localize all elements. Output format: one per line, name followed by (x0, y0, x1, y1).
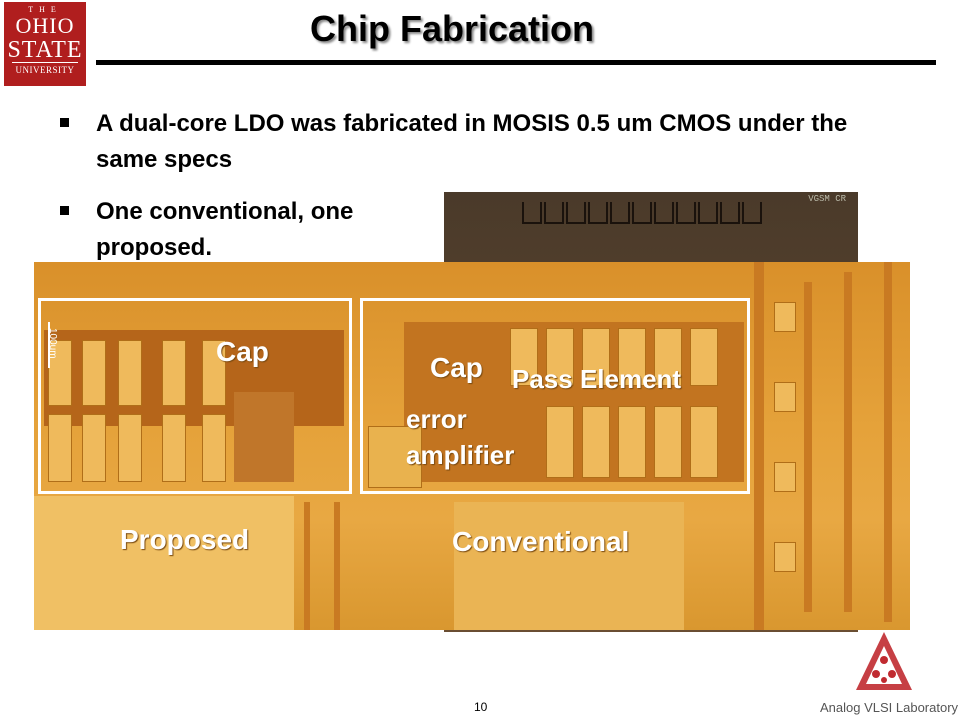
cap-plate (118, 414, 142, 482)
bond-pad (566, 202, 586, 224)
cap-plate (162, 340, 186, 406)
scale-bar (48, 322, 50, 368)
bullet-item: One conventional, one proposed. (60, 194, 390, 266)
io-block (774, 462, 796, 492)
amp-block (368, 426, 422, 488)
pass-element-label: Pass Element (512, 364, 682, 394)
bond-pad (720, 202, 740, 224)
cap-plate (118, 340, 142, 406)
pass-element-plate (510, 328, 538, 386)
pass-element-plate (654, 406, 682, 478)
cap-plate (48, 340, 72, 406)
metal-trace (304, 502, 310, 630)
cap-plate (202, 340, 226, 406)
logo-university: UNIVERSITY (15, 65, 75, 75)
bond-pad (698, 202, 718, 224)
bond-pad (544, 202, 564, 224)
bond-pad (522, 202, 542, 224)
logo-rule (12, 62, 78, 63)
pass-element-plate (654, 328, 682, 386)
cap-plate (162, 414, 186, 482)
io-block (774, 302, 796, 332)
bullet-square-icon (60, 206, 69, 215)
metal-trace (334, 502, 340, 630)
conventional-outline (360, 298, 750, 494)
proposed-label: Proposed (120, 524, 250, 555)
conventional-region (454, 502, 684, 630)
cap-plate (82, 414, 106, 482)
error-amplifier-label-line2: amplifier (406, 440, 515, 470)
proposed-outline (38, 298, 352, 494)
metal-trace (804, 282, 812, 612)
cap-label-left: Cap (216, 336, 269, 367)
cap-label-right: Cap (430, 352, 483, 383)
cap-plate (82, 340, 106, 406)
metal-trace (754, 262, 764, 630)
cap-plate (202, 414, 226, 482)
io-block (774, 542, 796, 572)
pass-element-plate (618, 328, 646, 386)
logo-state: STATE (7, 37, 83, 63)
bond-pad (610, 202, 630, 224)
bullet-item: A dual-core LDO was fabricated in MOSIS … (60, 106, 880, 178)
circuit-block (234, 392, 294, 482)
die-label: VGSM CR (808, 194, 846, 204)
analog-vlsi-lab-text: Analog VLSI Laboratory (820, 700, 959, 715)
chip-micrograph: 100um Cap Cap Pass Element error amplifi… (34, 262, 910, 630)
bond-pad (654, 202, 674, 224)
metal-trace (884, 262, 892, 622)
pass-element-plate (546, 328, 574, 386)
pass-element-plate (690, 406, 718, 478)
bullet-text: One conventional, one proposed. (96, 198, 354, 261)
pass-element-plate (546, 406, 574, 478)
io-block (774, 382, 796, 412)
bond-pad (676, 202, 696, 224)
conventional-label: Conventional (452, 526, 630, 557)
logo-the: THE (28, 5, 62, 14)
bond-pad (588, 202, 608, 224)
analog-vlsi-lab-logo (856, 632, 912, 690)
proposed-region (34, 496, 294, 630)
pass-element-plate (618, 406, 646, 478)
scale-label: 100um (47, 328, 58, 359)
slide-title: Chip Fabrication (310, 8, 595, 49)
conventional-core-bg (404, 322, 744, 482)
bullet-text: A dual-core LDO was fabricated in MOSIS … (96, 110, 848, 173)
cap-plate (48, 414, 72, 482)
metal-trace (844, 272, 852, 612)
error-amplifier-label-line1: error (406, 404, 467, 434)
pass-element-plate (582, 406, 610, 478)
title-underline (96, 60, 936, 65)
pass-element-plate (690, 328, 718, 386)
pass-element-plate (582, 328, 610, 386)
ohio-state-logo: THE OHIO STATE UNIVERSITY (4, 2, 86, 86)
bond-pad (742, 202, 762, 224)
logo-ohio: OHIO (15, 13, 75, 38)
page-number: 10 (474, 700, 488, 714)
bond-pad (632, 202, 652, 224)
bullet-square-icon (60, 118, 69, 127)
